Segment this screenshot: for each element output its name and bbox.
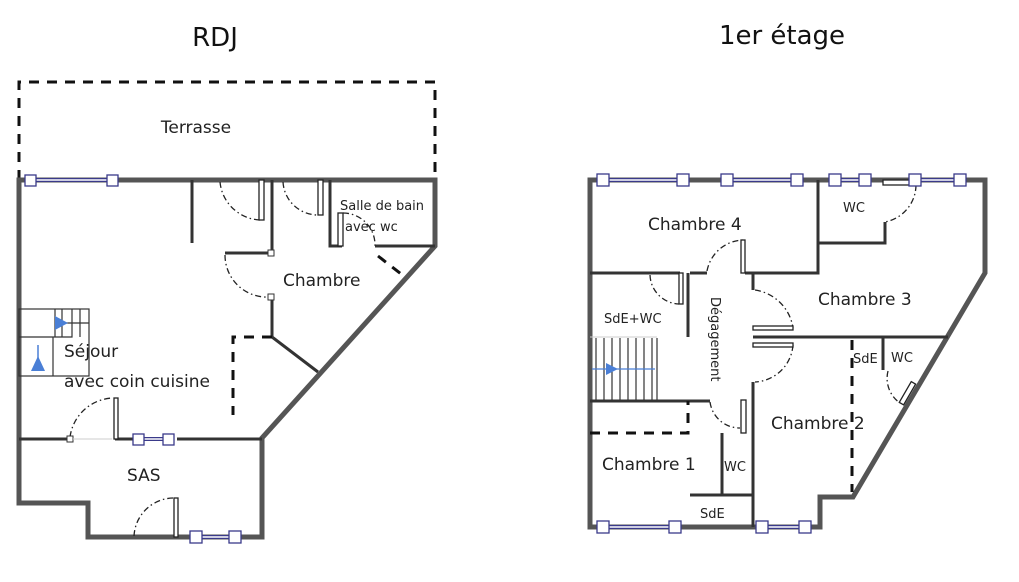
window: [596, 520, 682, 534]
room-salle-de-bain-line2: avec wc: [345, 220, 398, 235]
window: [828, 173, 872, 187]
window: [755, 520, 812, 534]
room-chambre4: Chambre 4: [648, 215, 742, 235]
room-wc-right: WC: [891, 351, 913, 366]
window: [132, 433, 175, 446]
window: [908, 173, 967, 187]
plan-title-1er-etage: 1er étage: [719, 21, 845, 51]
door-swing-wc-top: [884, 184, 917, 223]
door-hinge: [66, 435, 74, 443]
door-leaf: [740, 239, 746, 274]
partition-dashed: [377, 254, 406, 279]
plan-rdj: RDJ Terrasse: [16, 23, 438, 544]
room-wc-bottom: WC: [724, 460, 746, 475]
window: [596, 173, 690, 187]
room-chambre3: Chambre 3: [818, 290, 912, 310]
door-swing-wc-right: [886, 370, 901, 404]
terrasse-outline: [17, 80, 437, 180]
staircase: [592, 338, 658, 400]
door-hinge: [267, 293, 275, 301]
door-leaf: [258, 179, 265, 221]
door-swing: [342, 212, 376, 247]
room-wc-top: WC: [843, 201, 865, 216]
room-terrasse: Terrasse: [160, 118, 231, 138]
door-swing-chambre1: [709, 401, 741, 429]
door-leaf: [113, 397, 119, 440]
room-chambre1: Chambre 1: [602, 455, 696, 475]
door-leaf: [173, 497, 179, 538]
plan-title-rdj: RDJ: [192, 23, 238, 53]
window: [720, 173, 804, 187]
door-swing-chambre2: [754, 344, 794, 383]
stair-arrow-icon: [606, 363, 618, 375]
room-chambre2: Chambre 2: [771, 414, 865, 434]
door-swing-sde-wc: [649, 274, 680, 305]
door-leaf: [678, 272, 684, 305]
door-leaf: [337, 212, 344, 247]
partition-dashed: [590, 401, 690, 435]
door-swing: [282, 181, 319, 216]
room-degagement: Dégagement: [707, 297, 722, 381]
outer-wall-rdj: [16, 177, 438, 540]
wall-chambre4: [590, 180, 820, 275]
room-salle-de-bain: Salle de bain: [340, 199, 424, 214]
stair-arrow-icon: [31, 356, 45, 371]
room-sde-bottom: SdE: [700, 507, 725, 522]
door-leaf: [752, 325, 794, 331]
stair-arrow-icon: [55, 316, 68, 330]
door-swing-sas: [69, 397, 114, 438]
room-sejour: Séjour: [64, 342, 118, 362]
door-hinge: [267, 249, 275, 257]
door-swing-entry: [133, 497, 174, 537]
room-sde-right: SdE: [853, 352, 878, 367]
room-sejour-line2: avec coin cuisine: [64, 372, 210, 392]
door-leaf: [752, 342, 794, 348]
door-swing-chambre: [224, 254, 271, 298]
kitchen-partition: [231, 335, 272, 415]
window: [189, 530, 242, 544]
door-swing-chambre3: [754, 289, 794, 329]
door-leaf: [740, 399, 747, 434]
wall-wc-top: [818, 222, 887, 245]
door-leaf: [317, 179, 324, 216]
plan-1er-etage: 1er étage: [587, 21, 988, 534]
door-leaf: [898, 380, 917, 406]
room-sde-wc: SdE+WC: [604, 312, 662, 327]
room-chambre: Chambre: [283, 271, 361, 291]
door-swing: [219, 181, 263, 221]
door-swing-chambre4: [706, 239, 744, 272]
room-sas: SAS: [127, 466, 161, 486]
window: [24, 174, 119, 187]
wall-wc-sde-bottom: [690, 433, 753, 497]
staircase: [18, 308, 90, 377]
